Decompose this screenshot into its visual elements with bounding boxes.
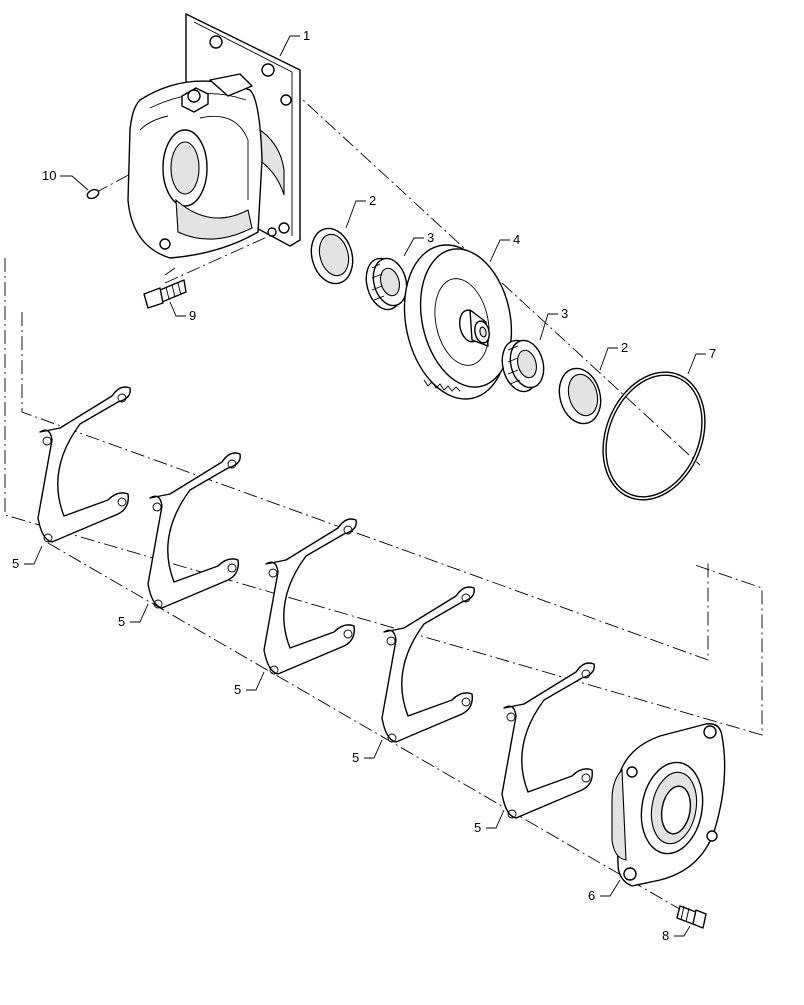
- o-ring-part-7: [602, 371, 706, 501]
- callout-5-2: 5: [118, 614, 125, 629]
- shim-part-5-3: [263, 518, 357, 675]
- housing-part-1: [127, 13, 301, 259]
- cone-bearing-part-3-upper: [365, 257, 408, 311]
- end-cover-part-6: [611, 723, 726, 887]
- shim-part-5-5: [501, 662, 595, 819]
- callout-3-upper: 3: [427, 230, 434, 245]
- bolt-part-8: [676, 905, 707, 929]
- callout-2-lower: 2: [621, 340, 628, 355]
- plug-part-10: [86, 188, 100, 200]
- callout-7: 7: [709, 346, 716, 361]
- callout-5-1: 5: [12, 556, 19, 571]
- callout-4: 4: [513, 232, 520, 247]
- bolt-part-9: [143, 279, 187, 309]
- callout-6: 6: [588, 888, 595, 903]
- callout-5-4: 5: [352, 750, 359, 765]
- callout-10: 10: [42, 168, 56, 183]
- gear-hub-part-4: [403, 244, 513, 400]
- callout-8: 8: [662, 928, 669, 943]
- callout-5-5: 5: [474, 820, 481, 835]
- cone-bearing-part-3-lower: [501, 339, 545, 393]
- leader-lines: [24, 35, 706, 937]
- shim-part-5-2: [147, 452, 241, 609]
- callout-3-lower: 3: [561, 306, 568, 321]
- bearing-cup-part-2-lower: [558, 367, 602, 425]
- callout-5-3: 5: [234, 682, 241, 697]
- shim-part-5-4: [381, 586, 475, 743]
- bearing-cup-part-2-upper: [310, 227, 354, 285]
- callout-labels: 1 2 3 4 3 2 7 10 9 5 5 5 5 5 6 8: [12, 28, 716, 943]
- callout-1: 1: [303, 28, 310, 43]
- callout-9: 9: [189, 308, 196, 323]
- shim-part-5-1: [37, 386, 131, 543]
- alignment-lines: [4, 87, 763, 916]
- callout-2-upper: 2: [369, 193, 376, 208]
